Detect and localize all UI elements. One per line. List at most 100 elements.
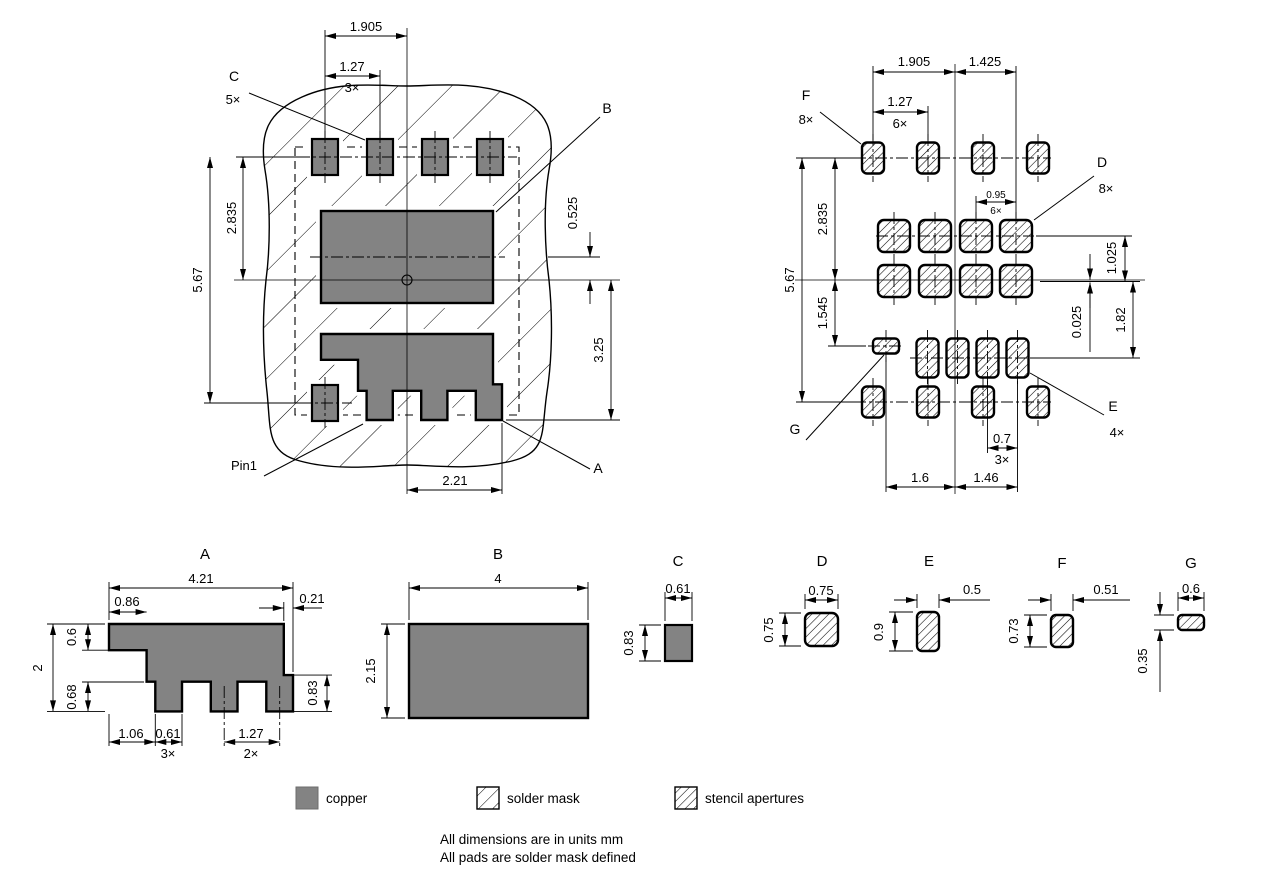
dim: 0.51	[1093, 582, 1118, 597]
dim: 0.75	[808, 583, 833, 598]
dimension-lines	[796, 66, 1140, 492]
label-f: F	[802, 87, 811, 103]
dim: 0.9	[871, 623, 886, 641]
dimension-lines	[779, 594, 839, 647]
label-a: A	[593, 460, 603, 476]
count-c: 5×	[226, 92, 241, 107]
copper-mask-view: C 5× B 1.905 1.27 3× 2.835 5.67 0.525 3.…	[190, 19, 620, 494]
label-pin1: Pin1	[231, 458, 257, 473]
dim: 1.06	[118, 726, 143, 741]
centerlines	[795, 64, 1145, 494]
dim: 1.905	[898, 54, 931, 69]
stencil-swatch	[674, 786, 698, 810]
dim: 4	[494, 571, 501, 586]
detail-title: D	[817, 553, 828, 570]
notes: All dimensions are in units mm All pads …	[440, 832, 636, 865]
dim: 1.905	[350, 19, 383, 34]
dim: 0.7	[993, 431, 1011, 446]
detail-a-labels: A 4.21 0.86 0.21 2 0.6 0.68 1.06 0.61 3×…	[30, 546, 325, 761]
copper-shape-b	[407, 622, 590, 720]
dim: 5.67	[782, 267, 797, 292]
dim: 2.21	[442, 473, 467, 488]
copper-shape-c	[663, 623, 694, 663]
copper-swatch	[295, 786, 319, 810]
label-d: D	[1097, 154, 1107, 170]
count-e: 4×	[1110, 425, 1125, 440]
dim: 5.67	[190, 267, 205, 292]
dim: 0.61	[155, 726, 180, 741]
detail-g-labels: G 0.6 0.35	[1135, 555, 1200, 674]
dimension-lines	[889, 594, 990, 652]
label-g: G	[790, 421, 801, 437]
dim: 1.425	[969, 54, 1002, 69]
detail-title: C	[673, 553, 684, 570]
legend-solder-mask-label: solder mask	[507, 791, 580, 806]
count: 3×	[161, 746, 176, 761]
count-d: 8×	[1099, 181, 1114, 196]
dim: 0.025	[1069, 306, 1084, 339]
dim: 0.75	[761, 617, 776, 642]
detail-e-labels: E 0.5 0.9	[871, 553, 981, 641]
dim: 0.5	[963, 582, 981, 597]
count: 3×	[345, 80, 360, 95]
detail-b: B 4 2.15	[363, 546, 590, 720]
dim: 2.835	[224, 202, 239, 235]
dim: 0.73	[1006, 618, 1021, 643]
dim: 2.835	[815, 203, 830, 236]
detail-title: F	[1057, 555, 1066, 572]
detail-f: F 0.51 0.73	[1006, 555, 1130, 649]
dim: 2	[30, 664, 45, 671]
dim: 0.35	[1135, 648, 1150, 673]
label-b: B	[602, 100, 611, 116]
dimension-lines	[47, 582, 332, 746]
dim: 0.21	[299, 591, 324, 606]
right-view-labels: 1.905 1.425 1.27 6× F 8× D 8× 0.95 6× 2.…	[782, 54, 1128, 485]
detail-d-labels: D 0.75 0.75	[761, 553, 834, 643]
count-f: 8×	[799, 112, 814, 127]
dim: 0.6	[1182, 581, 1200, 596]
detail-e: E 0.5 0.9	[871, 553, 990, 653]
detail-title: E	[924, 553, 934, 570]
note-mask-defined: All pads are solder mask defined	[440, 850, 636, 865]
label-c: C	[229, 68, 239, 84]
solder-mask-swatch	[476, 786, 500, 810]
stencil-view: 1.905 1.425 1.27 6× F 8× D 8× 0.95 6× 2.…	[782, 54, 1145, 494]
detail-c-labels: C 0.61 0.83	[621, 553, 691, 656]
dim: 1.27	[887, 94, 912, 109]
count: 6×	[990, 206, 1002, 217]
dim: 1.46	[973, 470, 998, 485]
copper-pad-a	[319, 332, 504, 422]
detail-d: D 0.75 0.75	[761, 553, 840, 648]
dim: 1.545	[815, 297, 830, 330]
dim: 1.27	[238, 726, 263, 741]
count: 2×	[244, 746, 259, 761]
dim: 4.21	[188, 571, 213, 586]
detail-title: A	[200, 546, 210, 563]
legend: copper solder mask stencil apertures	[295, 786, 804, 810]
dimension-lines	[381, 582, 589, 719]
dimension-lines	[204, 30, 620, 494]
detail-a: A 4.21 0.86 0.21 2 0.6 0.68 1.06 0.61 3×…	[30, 546, 332, 761]
dim: 1.025	[1104, 242, 1119, 275]
dim: 0.83	[305, 680, 320, 705]
detail-b-labels: B 4 2.15	[363, 546, 503, 684]
count: 3×	[995, 452, 1010, 467]
dimension-lines	[1024, 594, 1130, 648]
aperture-shape-f	[1049, 613, 1075, 649]
copper-shape-a	[107, 622, 295, 713]
detail-g: G 0.6 0.35	[1135, 555, 1206, 692]
dimension-lines	[1154, 592, 1205, 692]
dim: 2.15	[363, 658, 378, 683]
note-units: All dimensions are in units mm	[440, 832, 623, 847]
dim: 1.6	[911, 470, 929, 485]
dim: 1.27	[339, 59, 364, 74]
detail-title: G	[1185, 555, 1197, 572]
dim: 0.6	[64, 628, 79, 646]
label-e: E	[1108, 398, 1117, 414]
aperture-shape-g	[1176, 613, 1206, 632]
detail-c: C 0.61 0.83	[621, 553, 694, 663]
dim: 0.61	[665, 581, 690, 596]
detail-f-labels: F 0.51 0.73	[1006, 555, 1119, 644]
